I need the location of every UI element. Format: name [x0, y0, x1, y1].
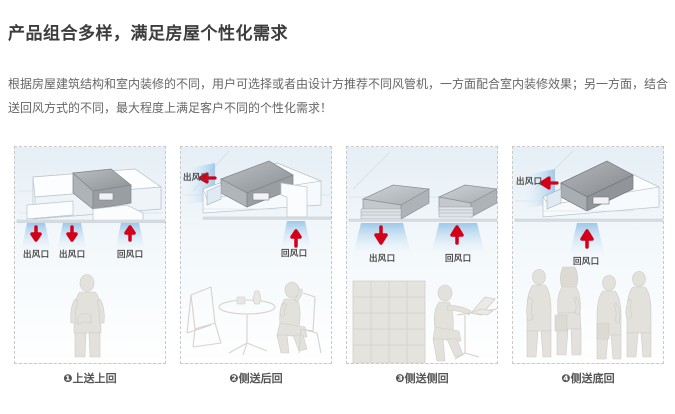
panel-1-illustration	[15, 147, 165, 363]
diagram-panel-3: 出风口 回风口 ❸侧送侧回	[346, 146, 498, 394]
duct-runs	[26, 200, 144, 222]
arrow-down-supply-1	[30, 225, 42, 242]
figure-lounge-chair	[186, 286, 222, 348]
figure-group-people	[526, 266, 652, 360]
panel-3-supply-label-1: 出风口	[369, 253, 396, 263]
page-title: 产品组合多样，满足房屋个性化需求	[8, 24, 288, 43]
arrow-up-return-1	[290, 229, 302, 248]
figure-cabinet	[352, 280, 426, 363]
panel-3-frame: 出风口 回风口	[346, 146, 498, 364]
panel-4-illustration	[513, 147, 663, 363]
diagram-panel-4: 出风口 回风口 ❹侧送底回	[512, 146, 664, 394]
figure-dining-chair	[298, 292, 322, 354]
panel-4-caption: ❹侧送底回	[561, 373, 615, 385]
arrow-up-return-1	[580, 229, 594, 249]
duct-unit-left	[360, 184, 431, 220]
panel-1-supply-label-2: 出风口	[59, 249, 86, 259]
figure-table	[218, 299, 276, 356]
panel-3-caption: ❸侧送侧回	[395, 373, 449, 385]
panel-1-caption: ❶上送上回	[63, 373, 117, 385]
panel-3-return-label-1: 回风口	[445, 253, 472, 263]
panel-1-return-label-1: 回风口	[117, 249, 144, 259]
duct-unit-body	[560, 160, 634, 212]
figure-tableware	[236, 290, 261, 305]
ceiling-line	[202, 216, 331, 220]
panel-4-return-label-1: 回风口	[573, 256, 600, 266]
figure-standing-man	[70, 274, 105, 358]
arrow-up-return-1	[450, 225, 464, 245]
section-description: 根据房屋建筑结构和室内装修的不同，用户可选择或者由设计方推荐不同风管机，一方面配…	[8, 77, 669, 115]
panel-1-supply-label-1: 出风口	[23, 249, 50, 259]
panel-4-frame: 出风口 回风口	[512, 146, 664, 364]
vent-arrows	[30, 225, 136, 242]
duct-unit-right	[437, 184, 497, 218]
side-supply-opening	[206, 184, 222, 206]
panel-2-supply-label-1: 出风口	[183, 172, 210, 182]
duct-unit-body	[72, 168, 132, 210]
ceiling-line	[514, 218, 663, 222]
ceiling-line	[348, 218, 497, 222]
ceiling-line	[16, 219, 165, 223]
panel-1-frame: 出风口 出风口 回风口	[14, 146, 166, 364]
arrow-left-supply-1	[198, 172, 217, 184]
diagram-panel-2: 出风口 回风口 ❷侧送后回	[180, 146, 332, 394]
panel-2-frame: 出风口 回风口	[180, 146, 332, 364]
panel-4-supply-label-1: 出风口	[516, 176, 543, 186]
arrow-left-supply-1	[539, 176, 559, 190]
arrow-up-return-1	[124, 225, 136, 242]
side-supply-opening	[546, 188, 562, 210]
arrow-down-supply-2	[66, 225, 78, 242]
diagram-panel-row: 出风口 出风口 回风口 ❶上送上回	[14, 146, 664, 394]
figure-briefcases	[554, 314, 610, 340]
figure-laptop	[470, 296, 496, 316]
panel-2-return-label-1: 回风口	[281, 248, 308, 258]
panel-2-illustration	[181, 147, 331, 363]
panel-2-caption: ❷侧送后回	[229, 373, 283, 385]
diagram-panel-1: 出风口 出风口 回风口 ❶上送上回	[14, 146, 166, 394]
panel-3-illustration	[347, 147, 497, 363]
figure-seated-woman-desk	[432, 284, 472, 362]
arrow-down-supply-1	[374, 225, 388, 245]
